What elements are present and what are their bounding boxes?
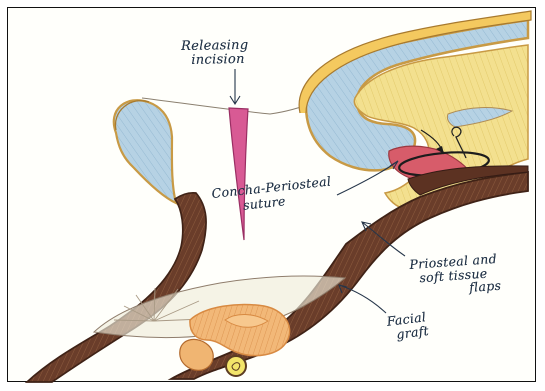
periosteal-flaps-label: Priosteal and soft tissue flaps	[409, 252, 502, 299]
releasing-incision-label: Releasing incision	[181, 39, 249, 68]
graft-lower-lobe	[180, 339, 213, 370]
releasing-label-line-2: incision	[191, 53, 249, 68]
flaps-label-line-3: flaps	[469, 279, 502, 295]
releasing-incision	[229, 108, 248, 240]
facial-label-line-2: graft	[396, 323, 430, 340]
graft-yellow-node	[226, 356, 246, 376]
facial-graft-label: Facial graft	[386, 310, 430, 342]
left-cartilage	[114, 100, 176, 203]
incision-pointer-arrow	[230, 69, 240, 104]
